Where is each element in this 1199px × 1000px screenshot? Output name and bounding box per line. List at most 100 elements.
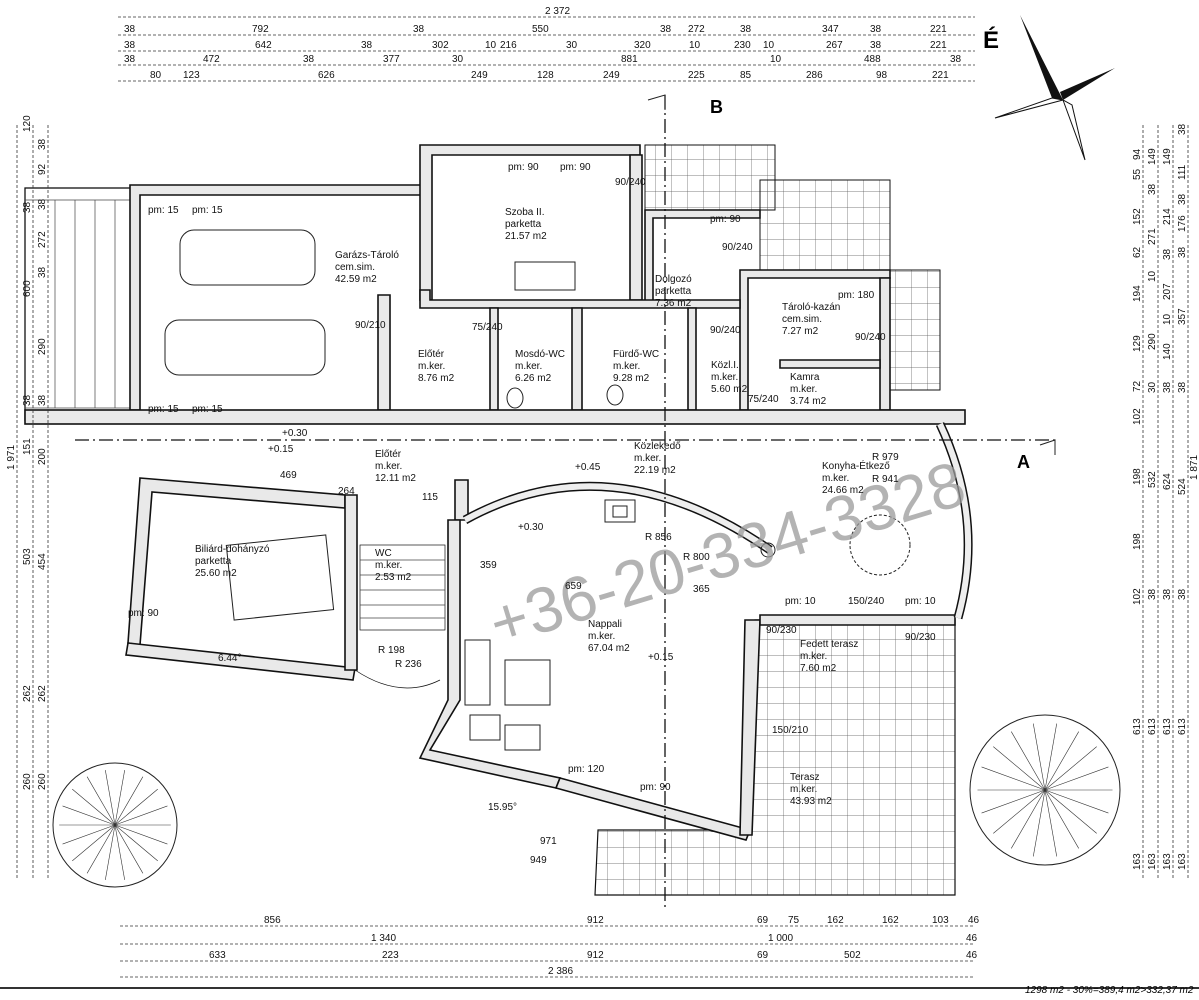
annotation-label: pm: 90 [560, 162, 591, 173]
annotation-label: R 198 [378, 645, 405, 656]
annotation-label: pm: 120 [568, 764, 605, 775]
dimension-label: 75 [788, 915, 800, 926]
dimension-label: 163 [1177, 853, 1188, 870]
dimension-label: 72 [1132, 380, 1143, 392]
dimension-label: 613 [1132, 718, 1143, 735]
annotation-label: +0.30 [282, 428, 308, 439]
dimension-label: 111 [1177, 164, 1188, 180]
room-area: 7.60 m2 [800, 663, 837, 674]
area-summary: 1298 m2 - 30%=389,4 m2>332,37 m2 [1025, 985, 1194, 996]
dimension-label: 10 [763, 40, 775, 51]
annotation-label: pm: 15 [192, 205, 223, 216]
dimension-label: 46 [966, 950, 978, 961]
annotation-label: pm: 15 [148, 404, 179, 415]
room-name: Szoba II. [505, 207, 544, 218]
dimension-label: 38 [124, 54, 136, 65]
dimension-label: 1 340 [371, 933, 396, 944]
furniture [164, 229, 911, 751]
dimension-label: 152 [1132, 208, 1143, 225]
dimension-label: 503 [22, 548, 33, 565]
annotation-label: pm: 90 [128, 608, 159, 619]
dimension-label: 38 [124, 24, 136, 35]
dimension-label: 613 [1162, 718, 1173, 735]
dimension-label: 377 [383, 54, 400, 65]
dimension-label: 600 [22, 280, 33, 297]
room-floor: m.ker. [790, 784, 817, 795]
walls [24, 144, 973, 841]
dimension-label: 30 [566, 40, 578, 51]
dimension-label: 120 [22, 115, 33, 132]
dimension-label: 38 [1147, 588, 1158, 600]
dimension-label: 249 [471, 70, 488, 81]
annotation-label: R 856 [645, 532, 672, 543]
annotation-label: 359 [480, 560, 497, 571]
dimension-label: 69 [757, 915, 769, 926]
dimension-label: 260 [22, 773, 33, 790]
room-floor: cem.sim. [782, 314, 822, 325]
dimension-label: 550 [532, 24, 549, 35]
dimension-label: 10 [1162, 313, 1173, 325]
room-area: 67.04 m2 [588, 643, 630, 654]
dimension-label: 357 [1177, 308, 1188, 325]
annotation-label: +0.30 [518, 522, 544, 533]
annotation-label: 971 [540, 836, 557, 847]
dimension-label: 642 [255, 40, 272, 51]
room-floor: m.ker. [711, 372, 738, 383]
tree-icon [969, 714, 1121, 866]
room-floor: m.ker. [515, 361, 542, 372]
annotation-label: R 236 [395, 659, 422, 670]
annotation-label: +0.45 [575, 462, 601, 473]
annotation-label: 90/240 [722, 242, 753, 253]
dimension-label: 38 [22, 394, 33, 406]
annotation-label: +0.15 [648, 652, 674, 663]
dimension-label: 320 [634, 40, 651, 51]
annotation-label: pm: 10 [785, 596, 816, 607]
dimension-label: 230 [734, 40, 751, 51]
room-floor: cem.sim. [335, 262, 375, 273]
garage-ramp [24, 187, 134, 421]
dimension-label: 38 [37, 138, 48, 150]
dimension-label: 249 [603, 70, 620, 81]
room-name: Biliárd-dohányzó [195, 544, 270, 555]
dimension-label: 69 [757, 950, 769, 961]
annotation-label: pm: 15 [148, 205, 179, 216]
dimension-label: 10 [770, 54, 782, 65]
dimension-label: 140 [1162, 343, 1173, 360]
dimension-label: 162 [827, 915, 844, 926]
dimension-label: 176 [1177, 215, 1188, 232]
dimension-label: 290 [1147, 333, 1158, 350]
annotation-label: 90/240 [855, 332, 886, 343]
dimension-label: 216 [500, 40, 517, 51]
dimension-label: 347 [822, 24, 839, 35]
room-area: 5.60 m2 [711, 384, 748, 395]
dimension-label: 10 [1147, 270, 1158, 282]
room-floor: m.ker. [800, 651, 827, 662]
dimension-label: 30 [1147, 381, 1158, 393]
dimension-label: 102 [1132, 588, 1143, 605]
dimension-label: 163 [1132, 853, 1143, 870]
room-area: 22.19 m2 [634, 465, 676, 476]
room-name: Konyha-Étkező [822, 459, 890, 472]
room-name: Előtér [418, 349, 445, 360]
dimension-label: 524 [1177, 478, 1188, 495]
room-name: Terasz [790, 772, 819, 783]
dimension-label: 1 971 [6, 445, 17, 470]
dimension-label: 613 [1147, 718, 1158, 735]
annotation-label: pm: 90 [508, 162, 539, 173]
dimension-label: 163 [1147, 853, 1158, 870]
room-floor: parketta [505, 219, 542, 230]
dimension-label: 38 [124, 40, 136, 51]
annotation-label: 949 [530, 855, 547, 866]
annotation-label: 90/240 [615, 177, 646, 188]
dimension-label: 912 [587, 950, 604, 961]
room-label: WCm.ker.2.53 m2 [375, 548, 412, 583]
